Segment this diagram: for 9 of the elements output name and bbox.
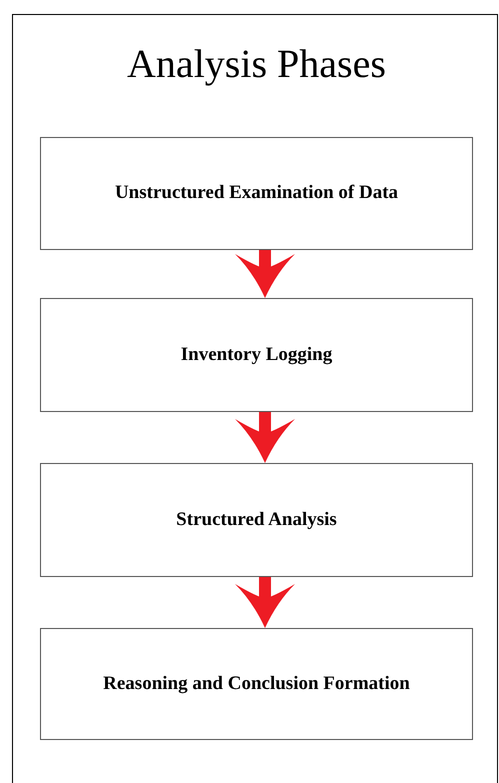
box-label: Inventory Logging <box>180 342 332 367</box>
process-box <box>40 137 473 250</box>
process-box <box>40 628 473 740</box>
diagram-title: Analysis Phases <box>126 40 387 88</box>
box-label: Reasoning and Conclusion Formation <box>103 672 410 696</box>
process-box <box>40 298 473 412</box>
box-label: Structured Analysis <box>176 508 337 532</box>
box-label: Unstructured Examination of Data <box>114 181 398 206</box>
process-box <box>40 463 473 577</box>
